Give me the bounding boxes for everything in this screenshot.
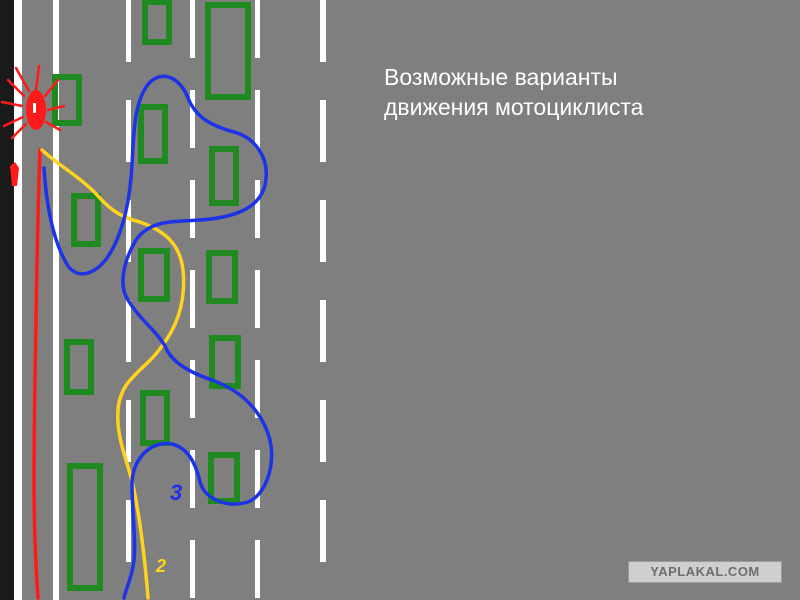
dashed-lane-line-3: [255, 0, 260, 598]
route-number-3: 3: [170, 480, 183, 505]
route-red: [32, 148, 42, 600]
car: [209, 335, 241, 389]
dashed-lane-line-2: [190, 0, 195, 598]
car: [52, 74, 82, 126]
car: [71, 193, 101, 247]
route-yellow: [40, 148, 186, 600]
car: [138, 104, 168, 164]
road-edge-line: [14, 0, 22, 600]
car-truck: [67, 463, 103, 591]
road-curb: [0, 0, 14, 600]
site-watermark: YAPLAKAL.COM: [628, 561, 782, 583]
car: [64, 339, 94, 395]
dashed-lane-line-4: [320, 0, 326, 562]
solid-lane-line: [53, 0, 59, 600]
car: [138, 248, 170, 302]
car: [208, 452, 240, 504]
caption-line-1: Возможные варианты: [384, 64, 618, 90]
dashed-lane-line-1: [126, 0, 131, 562]
red-traffic-light-icon: [0, 64, 66, 140]
car: [206, 250, 238, 304]
car: [140, 390, 170, 446]
caption-line-2: движения мотоциклиста: [384, 94, 644, 120]
car: [209, 146, 239, 206]
car: [142, 0, 172, 45]
route-blue: [42, 74, 274, 600]
route-number-2: 2: [156, 556, 167, 576]
car-truck: [205, 2, 251, 100]
diagram-caption: Возможные варианты движения мотоциклиста: [384, 62, 643, 122]
motorcyclist-icon: [10, 162, 19, 186]
